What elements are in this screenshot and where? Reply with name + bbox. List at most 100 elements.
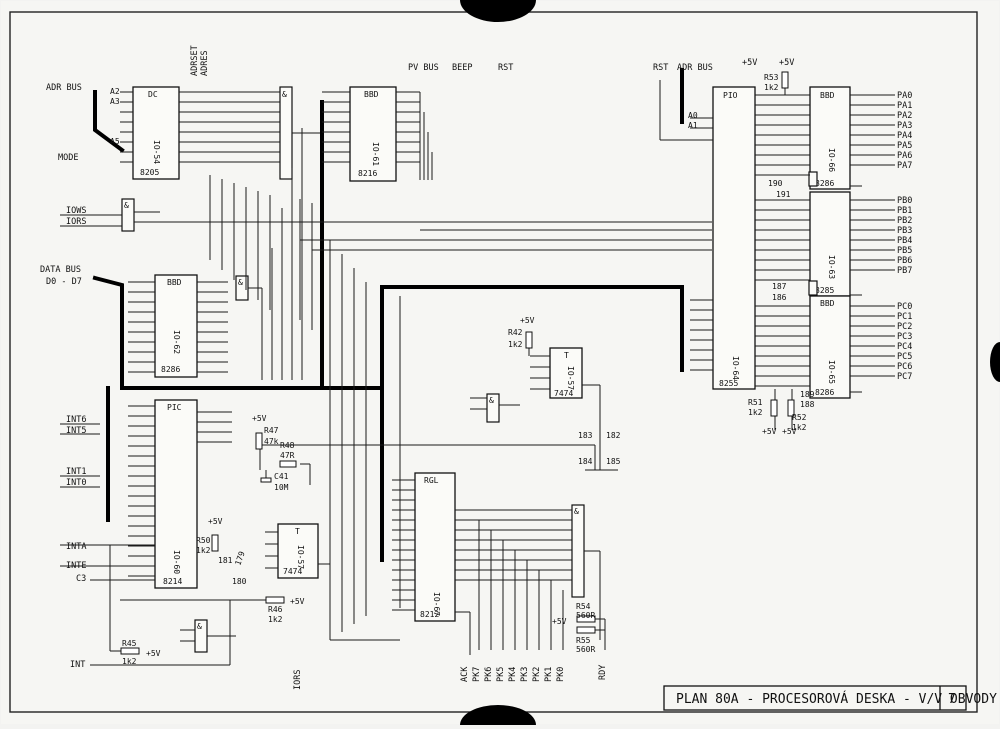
resistor-r52: R52 1k2 +5V	[782, 399, 807, 436]
port-label-pb1: PB1	[897, 206, 912, 216]
svg-text:R42: R42	[508, 328, 523, 337]
signal-pk3: PK3	[520, 667, 530, 682]
title-block: PLAN 80A - PROCESOROVÁ DESKA - V/V OBVOD…	[663, 685, 997, 711]
chip-rgl-8212: RGL IO-67 8212	[414, 472, 456, 622]
svg-text:10M: 10M	[274, 483, 289, 492]
svg-text:&: &	[124, 201, 129, 210]
jumper-184: 184	[578, 457, 593, 466]
port-label-pb5: PB5	[897, 246, 912, 256]
port-label-pc4: PC4	[897, 342, 912, 352]
svg-text:1k2: 1k2	[748, 408, 763, 417]
chip-ff2-ref: IO-57	[566, 366, 575, 390]
signal-pk6: PK6	[484, 667, 494, 682]
svg-text:1k2: 1k2	[792, 423, 807, 432]
chip-ff2-label: T	[564, 351, 569, 360]
chip-bbd-8286-port-c: BBD IO-65 8286	[809, 295, 851, 399]
punch-hole-bottom	[460, 705, 536, 729]
signal-pk5: PK5	[496, 667, 506, 682]
chip-bbd4-type: 8285	[815, 286, 834, 295]
dc-input-a5: A5	[110, 137, 120, 146]
pio-input-a0: A0	[688, 111, 698, 120]
resistor-r50: R50 1k2 +5V	[196, 517, 223, 555]
resistor-r53: R53 1k2	[764, 71, 789, 92]
svg-text:+5V: +5V	[252, 414, 267, 423]
svg-text:+5V: +5V	[762, 427, 777, 436]
svg-text:+5V: +5V	[208, 517, 223, 526]
jumper-191: 191	[776, 190, 791, 199]
gate-and-8-input: &	[279, 86, 293, 180]
signal-inte: INTE	[66, 561, 86, 571]
jumper-189: 189	[800, 390, 815, 399]
chip-bbd3-type: 8286	[815, 179, 834, 188]
svg-text:C41: C41	[274, 472, 289, 481]
signal-pk1: PK1	[544, 667, 554, 682]
jumper-190: 190	[768, 179, 783, 188]
port-label-pa0: PA0	[897, 91, 912, 101]
punch-hole-top	[460, 0, 536, 22]
chip-bbd5-label: BBD	[820, 299, 835, 308]
port-label-pa2: PA2	[897, 111, 912, 121]
chip-dc-type: 8205	[140, 168, 159, 177]
signal-data-bus: DATA BUS	[40, 265, 81, 275]
signal-iors: IORS	[66, 217, 86, 227]
svg-text:+5V: +5V	[520, 316, 535, 325]
signal-d0-d7: D0 - D7	[46, 277, 82, 287]
chip-pic-8214: PIC IO-60 8214	[154, 399, 198, 589]
signal-adr-bus: ADR BUS	[46, 83, 82, 93]
chip-bbd2-type: 8286	[161, 365, 180, 374]
chip-bbd1-label: BBD	[364, 90, 379, 99]
punch-hole-right	[990, 342, 1000, 382]
svg-text:&: &	[574, 507, 579, 516]
jumper-183: 183	[578, 431, 593, 440]
chip-ff-7474-upper: T IO-57 7474	[549, 347, 583, 399]
chip-ff1-label: T	[295, 527, 300, 536]
resistor-r55: R55 560R	[576, 626, 596, 654]
port-label-pb3: PB3	[897, 226, 912, 236]
signal-pk0: PK0	[556, 667, 566, 682]
svg-text:1k2: 1k2	[122, 657, 137, 666]
signal-rdy: RDY	[598, 665, 608, 680]
svg-text:&: &	[282, 90, 287, 99]
signal-adrset: ADRSET	[190, 45, 200, 76]
svg-text:&: &	[489, 396, 494, 405]
resistor-r48: R48 47R	[279, 441, 297, 468]
signal-pk2: PK2	[532, 667, 542, 682]
svg-text:R48: R48	[280, 441, 295, 450]
capacitor-c41: C41 10M	[260, 470, 289, 492]
svg-text:R50: R50	[196, 536, 211, 545]
svg-text:47R: 47R	[280, 451, 295, 460]
signal-vcc-r53: +5V	[779, 58, 794, 68]
chip-pio-label: PIO	[723, 91, 738, 100]
chip-ff1-type: 7474	[283, 567, 302, 576]
port-label-pb6: PB6	[897, 256, 912, 266]
svg-text:R51: R51	[748, 398, 763, 407]
signal-beep: BEEP	[452, 63, 472, 73]
svg-text:&: &	[197, 622, 202, 631]
chip-ff1-ref: IO-57	[296, 545, 305, 569]
resistor-r42: R42 1k2 +5V	[508, 316, 535, 349]
svg-text:1k2: 1k2	[508, 340, 523, 349]
chip-bbd-8216: BBD IO-61 8216	[349, 86, 397, 182]
svg-text:1k2: 1k2	[196, 546, 211, 555]
svg-text:R55: R55	[576, 636, 591, 645]
port-label-pb2: PB2	[897, 216, 912, 226]
gate-and-inta: &	[194, 619, 208, 653]
signal-c3: C3	[76, 574, 86, 584]
signal-rst-top: RST	[498, 63, 513, 73]
port-labels: PA0PA1PA2PA3PA4PA5PA6PA7PB0PB1PB2PB3PB4P…	[897, 91, 912, 382]
chip-bbd1-ref: IO-61	[371, 142, 380, 166]
port-label-pb4: PB4	[897, 236, 912, 246]
chip-pio-type: 8255	[719, 379, 738, 388]
port-label-pc5: PC5	[897, 352, 912, 362]
resistor-r51: R51 1k2 +5V	[748, 398, 778, 436]
svg-text:+5V: +5V	[290, 597, 305, 606]
svg-text:+5V: +5V	[146, 649, 161, 658]
sheet-number: 7	[948, 692, 956, 707]
jumper-185: 185	[606, 457, 621, 466]
signal-int5: INT5	[66, 426, 86, 436]
port-label-pb0: PB0	[897, 196, 912, 206]
signal-int6: INT6	[66, 415, 86, 425]
gate-and-pk: &	[571, 504, 585, 598]
gate-and-iows: &	[121, 198, 135, 232]
svg-text:&: &	[238, 278, 243, 287]
